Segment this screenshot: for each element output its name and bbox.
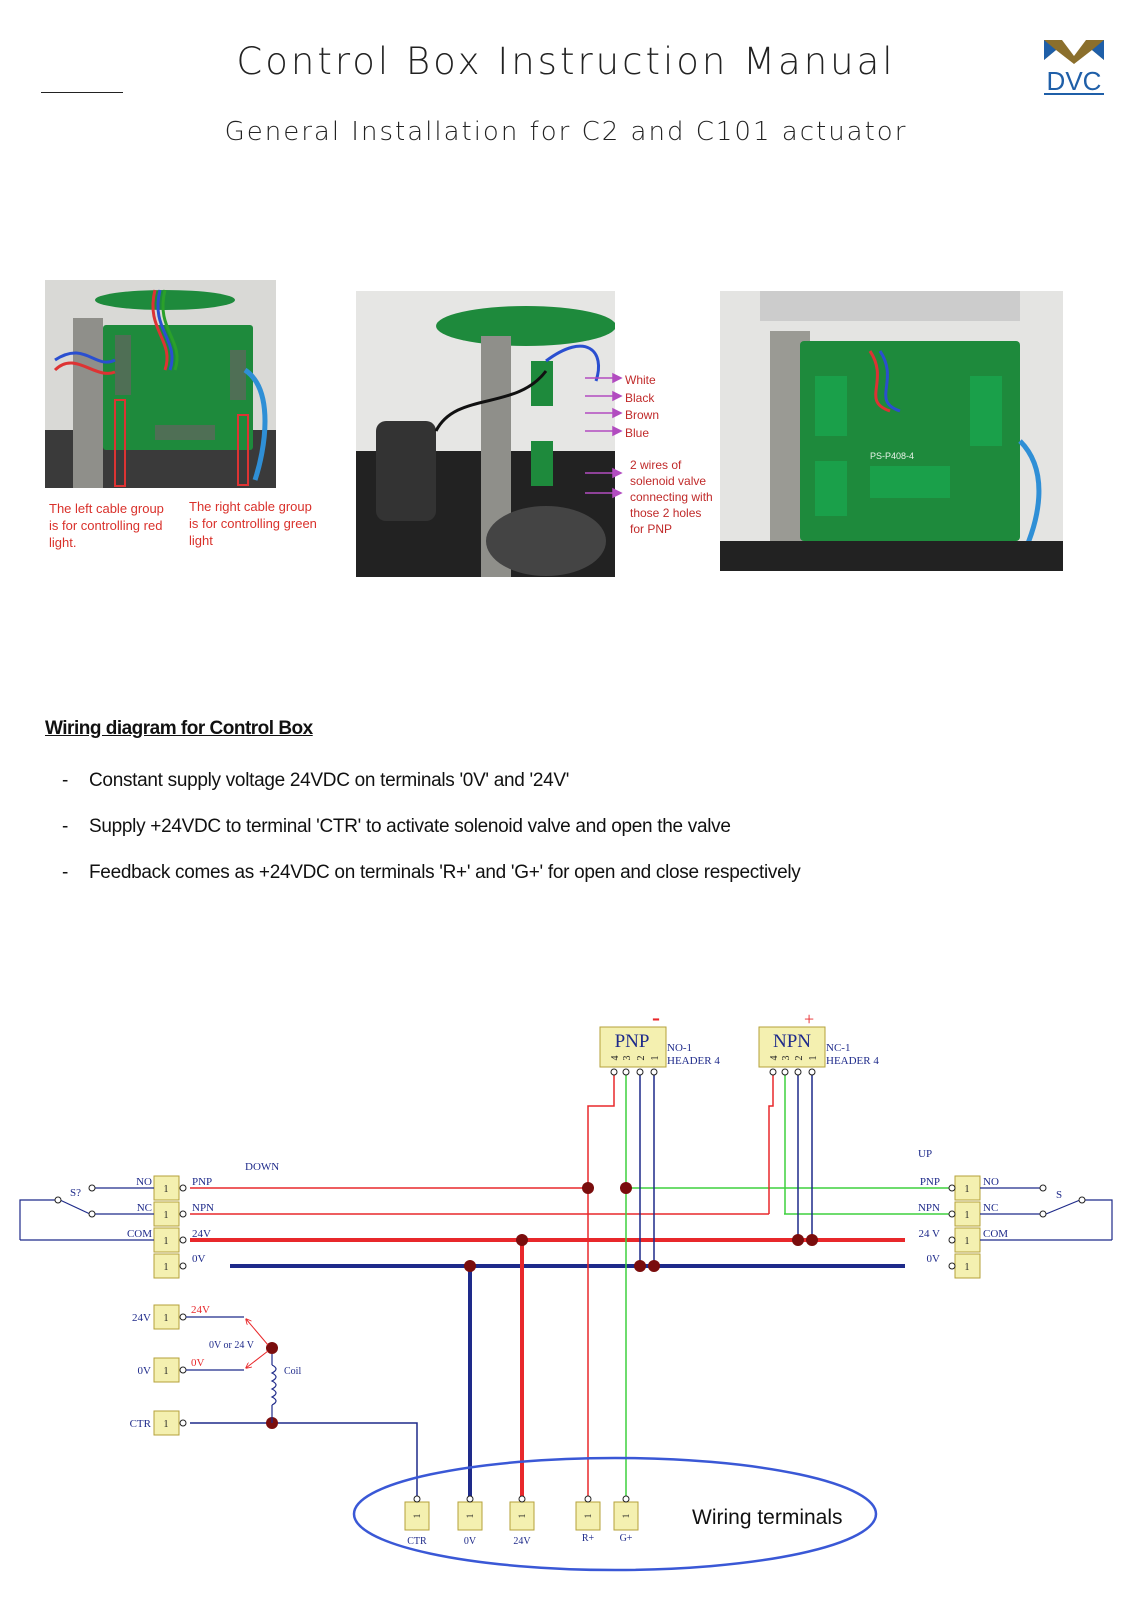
dvc-logo: DVC	[1040, 28, 1108, 96]
svg-text:24V: 24V	[132, 1312, 151, 1324]
svg-text:+: +	[804, 1009, 814, 1029]
photo-callout-arrows	[585, 372, 623, 499]
svg-text:1: 1	[164, 1262, 169, 1273]
svg-text:1: 1	[517, 1514, 527, 1519]
svg-text:NC: NC	[137, 1202, 152, 1214]
svg-text:NO-1: NO-1	[667, 1042, 692, 1054]
svg-text:1: 1	[465, 1514, 475, 1519]
svg-text:1: 1	[965, 1184, 970, 1195]
svg-text:1: 1	[965, 1262, 970, 1273]
svg-text:24 V: 24 V	[919, 1228, 941, 1240]
svg-text:1: 1	[164, 1366, 169, 1377]
svg-text:S: S	[1056, 1189, 1062, 1201]
svg-text:NO: NO	[983, 1176, 999, 1188]
svg-text:3: 3	[781, 1056, 792, 1061]
svg-text:1: 1	[412, 1514, 422, 1519]
right-photo-caption: The right cable group is for controlling…	[189, 499, 317, 548]
svg-text:2: 2	[636, 1056, 647, 1061]
svg-text:PS-P408-4: PS-P408-4	[870, 451, 914, 461]
svg-text:-: -	[652, 1005, 660, 1031]
svg-text:CTR: CTR	[130, 1418, 152, 1430]
svg-text:1: 1	[164, 1184, 169, 1195]
svg-text:S?: S?	[70, 1187, 81, 1199]
svg-text:NC-1: NC-1	[826, 1042, 850, 1054]
control-board-photo	[45, 280, 276, 488]
header-rule	[41, 92, 123, 93]
svg-text:NPN: NPN	[192, 1202, 214, 1214]
svg-text:PNP: PNP	[615, 1031, 650, 1052]
svg-text:CTR: CTR	[407, 1536, 427, 1547]
svg-text:Coil: Coil	[284, 1366, 301, 1377]
wiring-heading: Wiring diagram for Control Box	[45, 718, 313, 739]
svg-text:2: 2	[794, 1056, 805, 1061]
logo-text: DVC	[1047, 66, 1102, 96]
wiring-diagram: PNP 4 3 2 1 NO-1 HEADER 4 - NPN 4 3 2 1 …	[19, 1005, 1113, 1572]
svg-text:0V: 0V	[927, 1253, 941, 1265]
svg-text:PNP: PNP	[192, 1176, 212, 1188]
svg-text:1: 1	[650, 1056, 661, 1061]
svg-text:1: 1	[965, 1210, 970, 1221]
svg-text:1: 1	[164, 1236, 169, 1247]
control-box-side-photo	[356, 291, 615, 577]
svg-text:PNP: PNP	[920, 1176, 940, 1188]
page-subtitle: General Installation for C2 and C101 act…	[224, 117, 908, 147]
pnp-header	[599, 1026, 667, 1068]
svg-text:NPN: NPN	[773, 1031, 811, 1052]
svg-text:1: 1	[164, 1313, 169, 1324]
svg-text:1: 1	[621, 1514, 631, 1519]
svg-text:0V: 0V	[192, 1253, 206, 1265]
svg-text:3: 3	[622, 1056, 633, 1061]
page-title: Control Box Instruction Manual	[236, 40, 896, 83]
terminals-outline	[352, 1456, 878, 1572]
svg-text:1: 1	[164, 1210, 169, 1221]
left-photo-caption: The left cable group is for controlling …	[49, 501, 164, 550]
svg-text:NC: NC	[983, 1202, 998, 1214]
control-board-closeup-photo: PS-P408-4	[720, 291, 1063, 571]
svg-text:1: 1	[164, 1419, 169, 1430]
solenoid-note: 2 wires of solenoid valve connecting wit…	[630, 458, 713, 536]
svg-text:0V: 0V	[191, 1357, 205, 1369]
svg-text:0V: 0V	[464, 1536, 477, 1547]
svg-text:1: 1	[965, 1236, 970, 1247]
svg-text:HEADER 4: HEADER 4	[667, 1055, 720, 1067]
logo-mark-icon	[1044, 40, 1104, 64]
svg-text:24V: 24V	[191, 1304, 210, 1316]
svg-text:DOWN: DOWN	[245, 1161, 279, 1173]
npn-header	[758, 1026, 826, 1068]
svg-text:0V or 24 V: 0V or 24 V	[209, 1340, 255, 1351]
svg-text:4: 4	[769, 1056, 780, 1061]
wire-color-labels: White Black Brown Blue	[625, 373, 660, 440]
svg-text:1: 1	[808, 1056, 819, 1061]
svg-text:1: 1	[583, 1514, 593, 1519]
svg-text:G+: G+	[620, 1533, 633, 1544]
svg-text:R+: R+	[582, 1533, 595, 1544]
terminals-caption: Wiring terminals	[692, 1506, 843, 1529]
svg-text:COM: COM	[127, 1228, 152, 1240]
svg-text:NO: NO	[136, 1176, 152, 1188]
svg-text:4: 4	[610, 1056, 621, 1061]
svg-text:UP: UP	[918, 1148, 932, 1160]
svg-text:24V: 24V	[192, 1228, 211, 1240]
svg-text:NPN: NPN	[918, 1202, 940, 1214]
svg-text:0V: 0V	[138, 1365, 152, 1377]
svg-text:24V: 24V	[513, 1536, 531, 1547]
svg-text:HEADER 4: HEADER 4	[826, 1055, 879, 1067]
svg-text:COM: COM	[983, 1228, 1008, 1240]
